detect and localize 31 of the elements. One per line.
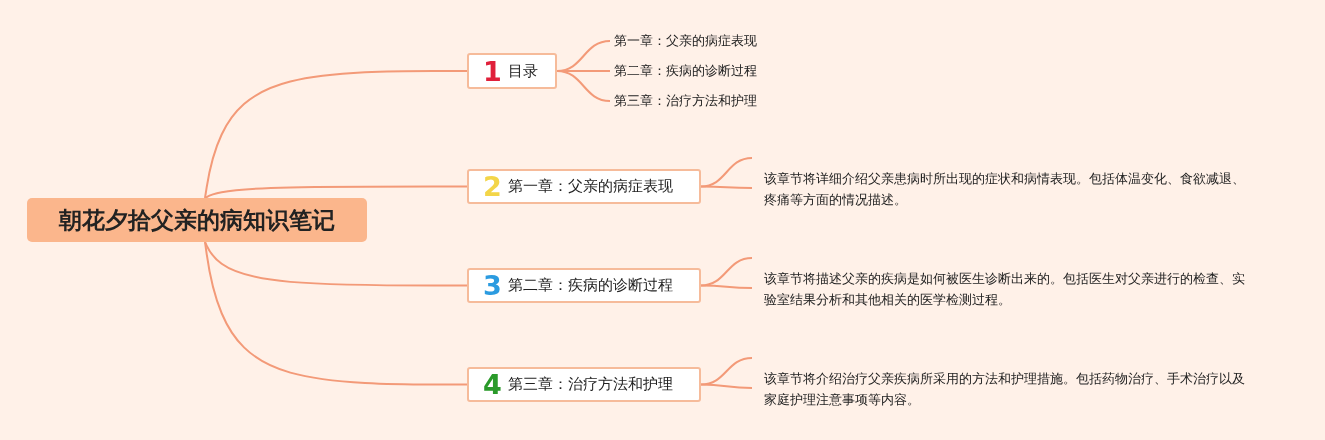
chapter-title: 第三章：治疗方法和护理 [507,375,673,394]
chapter-title: 第二章：疾病的诊断过程 [507,276,673,295]
subtopic-text: 第三章：治疗方法和护理 [614,92,757,110]
connector-line [700,185,753,189]
chapter-number: 2 [483,173,502,200]
connector-line [204,241,468,386]
chapter-box [467,53,557,89]
connector-line [700,284,753,289]
root-topic-box [27,198,367,242]
chapter-number: 4 [483,371,502,398]
chapter-title: 目录 [507,61,538,81]
connector-line [204,241,468,287]
chapter-box [467,169,701,204]
description-text: 该章节将介绍治疗父亲疾病所采用的方法和护理措施。包括药物治疗、手术治疗以及家庭护理注意事项等内容。 [764,370,1246,409]
description-text: 该章节将详细介绍父亲患病时所出现的症状和病情表现。包括体温变化、食欲减退、疼痛等方面的情况描述。 [764,170,1246,209]
chapter-title: 第一章：父亲的病症表现 [507,177,673,196]
description-text: 该章节将描述父亲的疾病是如何被医生诊断出来的。包括医生对父亲进行的检查、实验室结果分析和其他相关的医学检测过程。 [764,270,1246,309]
chapter-box [467,268,701,303]
connector-line [700,383,753,389]
subtopic-text: 第二章：疾病的诊断过程 [614,62,757,80]
connector-line [700,157,753,188]
subtopic-text: 第一章：父亲的病症表现 [614,32,757,50]
chapter-number: 3 [483,272,502,299]
chapter-number: 1 [483,57,502,85]
chapter-box [467,367,701,402]
connector-line [556,70,611,102]
connector-line [204,70,468,199]
connector-line [204,185,468,199]
connector-line [700,257,753,287]
root-title: 朝花夕拾父亲的病知识笔记 [59,205,335,235]
connector-line [700,357,753,386]
